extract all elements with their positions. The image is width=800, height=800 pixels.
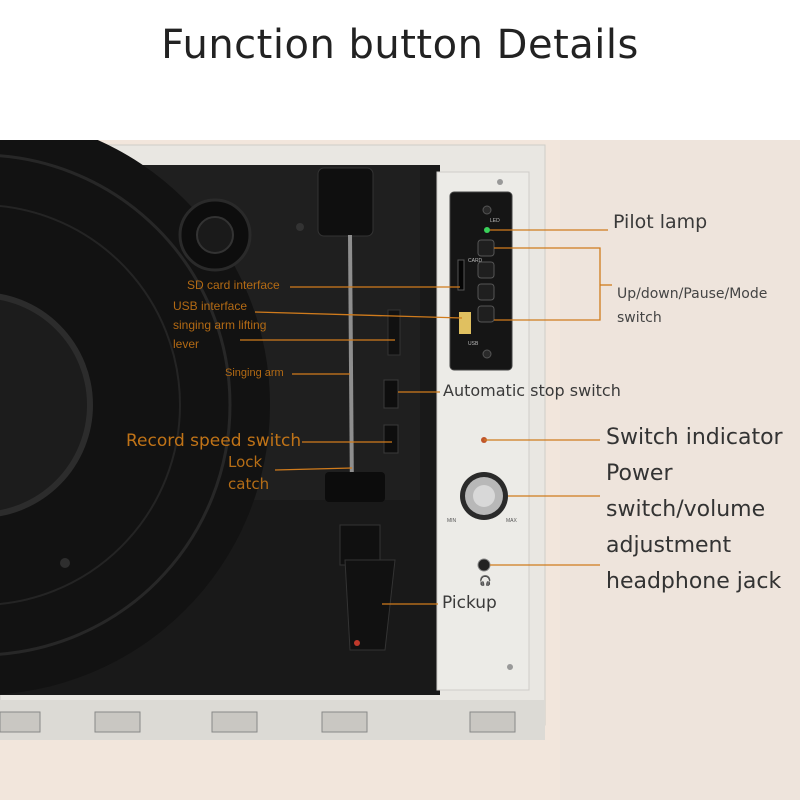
label-switch-indicator: Switch indicator xyxy=(606,425,783,450)
tonearm-base xyxy=(317,167,374,237)
callout-line-usb xyxy=(254,311,463,319)
media-button xyxy=(477,305,495,323)
panel-max-text: MAX xyxy=(506,518,518,524)
headphone-icon: 🎧 xyxy=(479,574,491,587)
label-pickup: Pickup xyxy=(442,593,497,613)
label-arm-lift-1: singing arm lifting xyxy=(173,318,267,332)
panel-led-text: LED xyxy=(490,218,500,224)
panel-usb-text: USB xyxy=(468,341,479,347)
media-button xyxy=(477,239,495,257)
turntable-photo: USB CARD LED MIN MAX 🎧 xyxy=(0,140,800,800)
platter-label xyxy=(0,293,93,517)
label-up-down-1: Up/down/Pause/Mode xyxy=(617,286,768,302)
label-arm-lift-2: lever xyxy=(173,337,200,351)
label-pilot-lamp: Pilot lamp xyxy=(613,211,708,233)
label-headphone: headphone jack xyxy=(606,569,782,594)
label-usb: USB interface xyxy=(173,299,248,313)
label-sd-card: SD card interface xyxy=(187,278,280,292)
platter xyxy=(0,140,270,695)
auto-stop-switch-shape xyxy=(383,379,399,409)
sd-slot xyxy=(457,259,465,291)
label-power-1: Power xyxy=(606,461,673,486)
tonearm-lift xyxy=(387,309,401,356)
case-bottom-rim xyxy=(0,700,545,740)
panel-screw xyxy=(507,664,513,670)
callout-bracket-buttons xyxy=(494,247,601,321)
label-power-2: switch/volume xyxy=(606,497,766,522)
pilot-lamp-led xyxy=(484,227,490,233)
latch xyxy=(94,711,141,733)
stylus-tip xyxy=(354,640,360,646)
usb-port xyxy=(459,312,471,334)
cartridge xyxy=(339,524,381,566)
label-power-3: adjustment xyxy=(606,533,732,558)
platter-ring xyxy=(0,205,181,605)
latch xyxy=(321,711,368,733)
panel-card-text: CARD xyxy=(468,258,483,264)
module-screw xyxy=(482,205,492,215)
speaker-dot xyxy=(296,223,304,231)
label-singing-arm: Singing arm xyxy=(225,367,284,379)
latch xyxy=(0,711,41,733)
panel-min-text: MIN xyxy=(447,518,457,524)
callout-line-lock xyxy=(274,467,353,471)
label-lock: Lock xyxy=(228,453,263,471)
media-button xyxy=(477,283,495,301)
label-record-speed: Record speed switch xyxy=(126,431,302,451)
background-right-shade xyxy=(560,140,800,800)
platter-ring xyxy=(0,154,232,656)
module-screw xyxy=(482,349,492,359)
latch xyxy=(211,711,258,733)
speaker-cone xyxy=(196,216,234,254)
media-button xyxy=(477,261,495,279)
headshell xyxy=(344,559,396,651)
latch xyxy=(469,711,516,733)
label-auto-stop: Automatic stop switch xyxy=(443,381,621,400)
tonearm-rod xyxy=(348,234,354,501)
tonearm-rest xyxy=(325,472,385,502)
volume-knob-cap xyxy=(473,485,495,507)
platter-dot xyxy=(60,558,70,568)
label-catch: catch xyxy=(228,475,270,493)
callout-lines xyxy=(240,229,612,605)
page-title: Function button Details xyxy=(161,22,639,68)
panel-screw xyxy=(497,179,503,185)
headphone-jack xyxy=(477,558,491,572)
label-up-down-2: switch xyxy=(617,310,662,326)
speed-switch-shape xyxy=(383,424,399,454)
